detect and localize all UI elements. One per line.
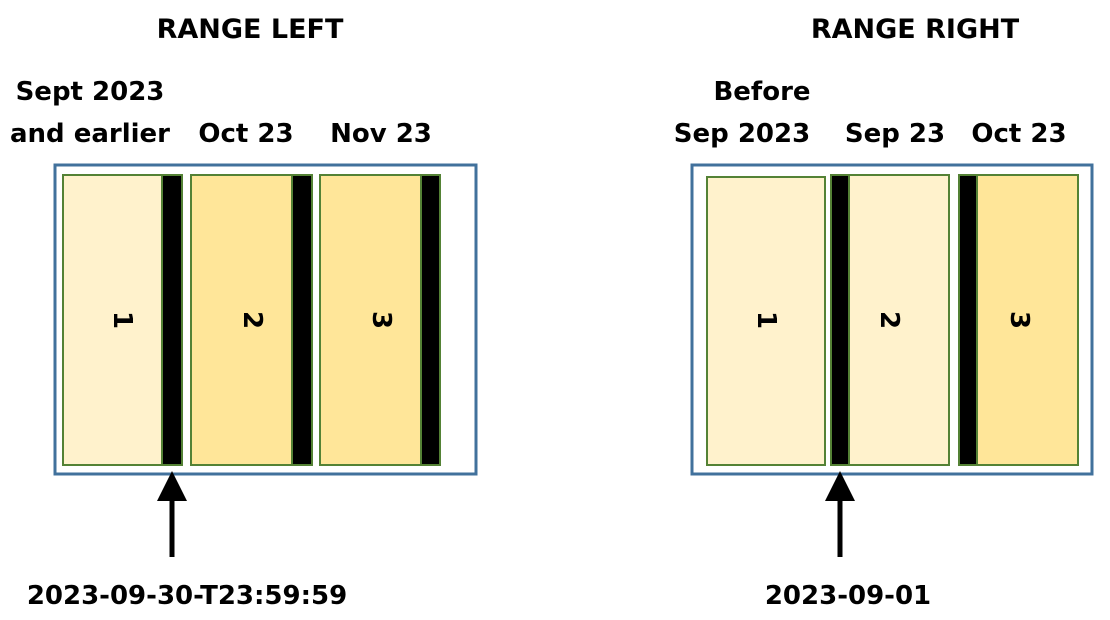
left-label-1-line1: Sept 2023 bbox=[16, 77, 165, 107]
left-label-2: Oct 23 bbox=[198, 119, 293, 149]
right-partition-1-number: 1 bbox=[751, 311, 781, 329]
range-left-title: RANGE LEFT bbox=[157, 14, 344, 45]
right-label-2: Sep 23 bbox=[845, 119, 945, 149]
left-boundary-bar-2 bbox=[291, 174, 313, 466]
right-partition-3-number: 3 bbox=[1004, 311, 1034, 329]
left-partition-2-number: 2 bbox=[237, 311, 267, 329]
right-label-1-line2: Sep 2023 bbox=[674, 119, 810, 149]
right-partition-2 bbox=[830, 174, 950, 466]
range-right-group: RANGE RIGHT Before Sep 2023 Sep 23 Oct 2… bbox=[674, 14, 1094, 611]
left-boundary-value: 2023-09-30-T23:59:59 bbox=[27, 581, 347, 611]
left-partition-1-number: 1 bbox=[107, 311, 137, 329]
left-label-3: Nov 23 bbox=[330, 119, 432, 149]
range-left-group: RANGE LEFT Sept 2023 and earlier Oct 23 … bbox=[10, 14, 478, 611]
right-boundary-value: 2023-09-01 bbox=[765, 581, 931, 611]
left-partition-3-number: 3 bbox=[366, 311, 396, 329]
left-label-1-line2: and earlier bbox=[10, 119, 170, 149]
left-boundary-bar-1 bbox=[161, 174, 183, 466]
right-partition-2-number: 2 bbox=[874, 311, 904, 329]
right-boundary-bar-1 bbox=[830, 174, 850, 466]
range-right-title: RANGE RIGHT bbox=[811, 14, 1020, 45]
right-partition-1 bbox=[706, 176, 826, 466]
left-boundary-bar-3 bbox=[420, 174, 441, 466]
right-label-3: Oct 23 bbox=[971, 119, 1066, 149]
right-boundary-bar-2 bbox=[958, 174, 978, 466]
right-partition-3 bbox=[958, 174, 1079, 466]
right-label-1-line1: Before bbox=[713, 77, 810, 107]
